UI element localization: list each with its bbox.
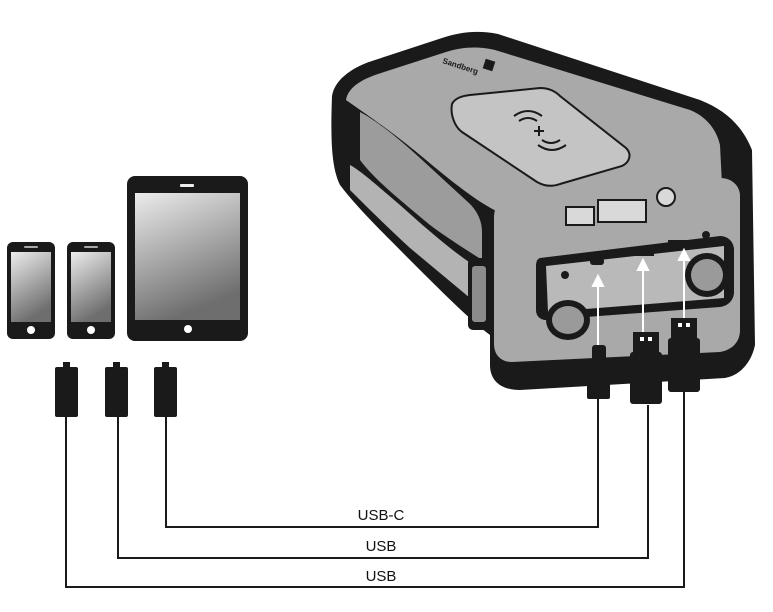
battery-indicator — [565, 206, 595, 226]
plug-arrows — [591, 247, 691, 345]
usb-a-port-1 — [632, 248, 654, 256]
phone-1 — [7, 242, 55, 339]
connector-phone-2 — [105, 362, 128, 417]
wireless-charging-icon — [513, 110, 567, 151]
tablet — [127, 176, 248, 341]
wireless-charging-pad — [450, 86, 631, 187]
cable-usb-c — [165, 398, 599, 528]
connector-tablet — [154, 362, 177, 417]
power-button — [656, 187, 676, 207]
power-display — [597, 199, 647, 223]
power-bank: Sandberg — [331, 31, 755, 390]
cable-label-usb-c: USB-C — [358, 507, 405, 524]
cable-usb-2 — [65, 392, 685, 588]
plug-usb-c — [587, 345, 610, 399]
usb-c-port — [590, 258, 604, 265]
plug-usb-a-2 — [668, 318, 700, 392]
cable-label-usb-1: USB — [366, 538, 397, 555]
connector-phone-1 — [55, 362, 78, 417]
cable-lines — [65, 392, 685, 588]
usb-a-port-2 — [668, 240, 690, 248]
cable-label-usb-2: USB — [366, 568, 397, 585]
cable-usb-1 — [117, 405, 649, 559]
plug-usb-a-1 — [630, 332, 662, 404]
phone-2 — [67, 242, 115, 339]
